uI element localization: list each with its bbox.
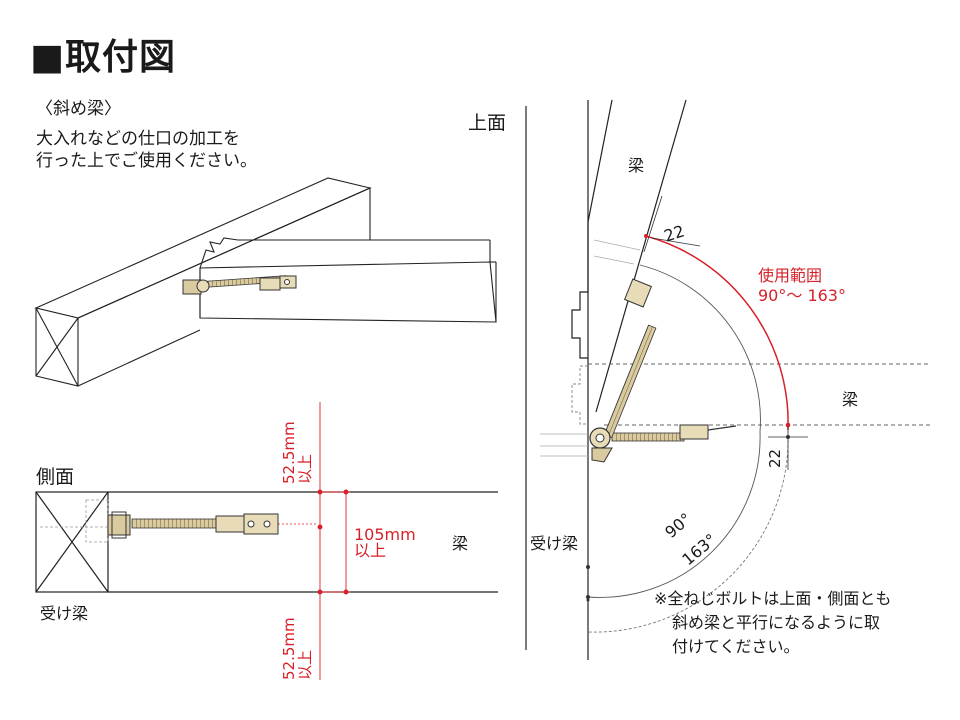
side-view-receiving-beam-label: 受け梁 — [40, 604, 89, 623]
footnote-line2: 斜め梁と平行になるように取 — [672, 613, 881, 632]
side-view — [35, 491, 498, 593]
main-beam-face — [199, 261, 497, 323]
top-view-beam-label-right: 梁 — [842, 390, 859, 409]
top-view-receiving-beam-label: 受け梁 — [530, 534, 579, 553]
dim-height-line2: 以上 — [354, 541, 387, 560]
side-view-label: 側面 — [36, 466, 75, 488]
top-view-beam-label-upper: 梁 — [628, 156, 645, 175]
dim-bottom-line2: 以上 — [296, 649, 314, 680]
dim-top-line2: 以上 — [296, 453, 314, 484]
side-view-bracket — [107, 511, 318, 539]
top-view-label: 上面 — [468, 112, 507, 134]
top-view-bracket — [589, 278, 737, 463]
dim-top-line1: 52.5mm — [280, 421, 298, 484]
dim-height-line1: 105mm — [354, 525, 416, 544]
top-view-dim-22-b: 22 — [766, 448, 784, 468]
angle-arcs — [586, 234, 791, 633]
range-label-line1: 使用範囲 — [758, 266, 823, 285]
top-view-dimension-lines — [643, 195, 808, 470]
diagonal-beam-note-line2: 行った上でご使用ください。 — [36, 151, 257, 171]
diagonal-beam-heading: 〈斜め梁〉 — [36, 99, 121, 119]
side-view-dimensions — [317, 402, 350, 680]
footnote-line3: 付けてください。 — [672, 637, 800, 656]
page-title: ■取付図 — [30, 37, 177, 78]
perspective-bracket — [182, 275, 297, 295]
dim-bottom-line1: 52.5mm — [280, 617, 298, 680]
top-view — [525, 99, 930, 660]
range-label-line2: 90°～ 163° — [758, 286, 846, 305]
footnote-line1: ※全ねじボルトは上面・側面とも — [654, 589, 892, 608]
diagonal-beam-note-line1: 大入れなどの仕口の加工を — [36, 129, 240, 149]
side-view-beam-label: 梁 — [452, 534, 469, 553]
